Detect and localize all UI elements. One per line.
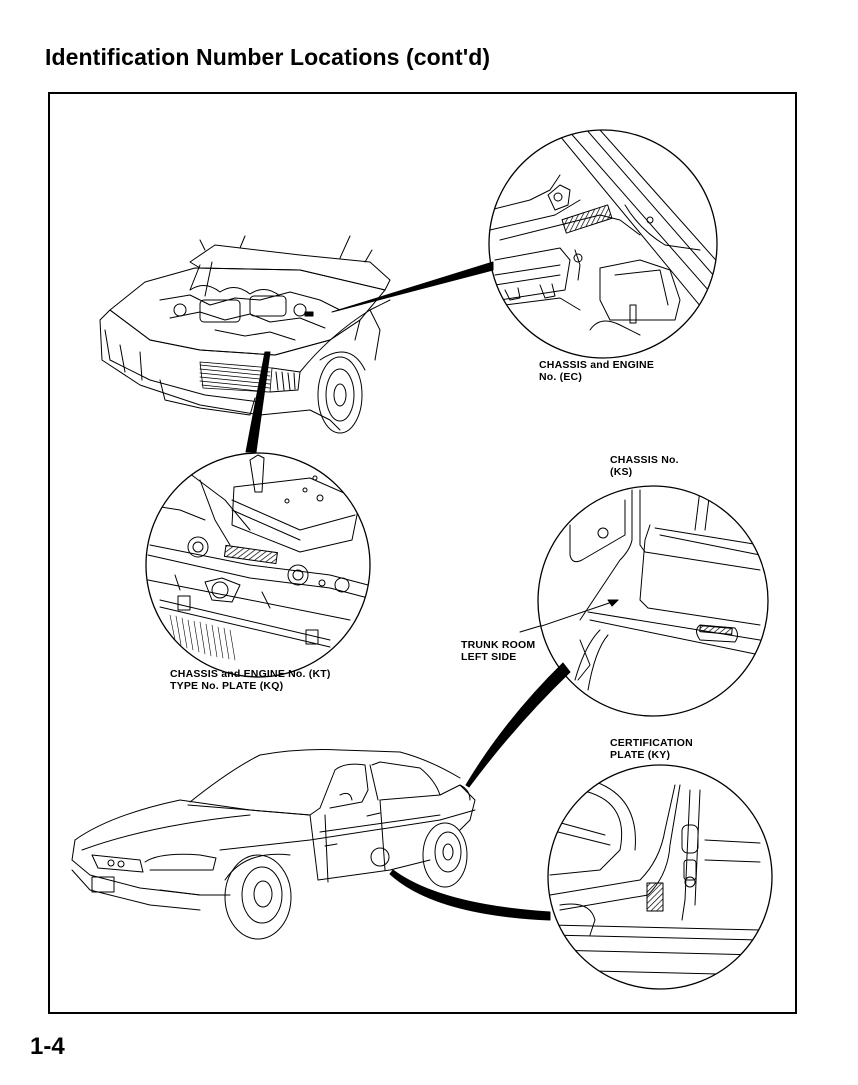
callout-ec: CHASSIS and ENGINE No. (EC) — [539, 359, 654, 383]
leader-kt — [245, 351, 271, 453]
callout-trunk-line2: LEFT SIDE — [461, 651, 517, 663]
detail-circle-ks — [537, 485, 769, 717]
callout-ky: CERTIFICATION PLATE (KY) — [610, 737, 693, 761]
callout-ks: CHASSIS No. (KS) — [610, 454, 679, 478]
callout-trunk-room: TRUNK ROOM LEFT SIDE — [461, 639, 535, 663]
callout-kt-kq: CHASSIS and ENGINE No. (KT) TYPE No. PLA… — [170, 668, 331, 692]
callout-trunk-line1: TRUNK ROOM — [461, 639, 536, 651]
callout-ks-line2: (KS) — [610, 466, 633, 478]
leader-ks — [465, 662, 571, 788]
detail-circle-ky — [547, 764, 773, 990]
leader-ky — [389, 869, 551, 921]
callout-ky-line2: PLATE (KY) — [610, 749, 671, 761]
callout-ec-line1: CHASSIS and ENGINE — [539, 359, 655, 371]
detail-circle-kt — [145, 452, 371, 678]
trunk-arrow — [519, 625, 541, 633]
figure-frame — [48, 92, 797, 1014]
callout-kt-line1: CHASSIS and ENGINE No. (KT) — [170, 668, 331, 680]
callout-ky-line1: CERTIFICATION — [610, 737, 693, 749]
detail-circle-ec — [488, 129, 718, 359]
sedan-drawing — [71, 749, 476, 940]
page-number: 1-4 — [30, 1033, 65, 1060]
callout-ks-line1: CHASSIS No. — [610, 454, 679, 466]
callout-ec-line2: No. (EC) — [539, 371, 583, 383]
front-car-hood-open-drawing — [99, 235, 391, 434]
page-title: Identification Number Locations (cont'd) — [45, 44, 491, 70]
callout-kq-line2: TYPE No. PLATE (KQ) — [170, 680, 284, 692]
leader-ec — [331, 261, 494, 313]
